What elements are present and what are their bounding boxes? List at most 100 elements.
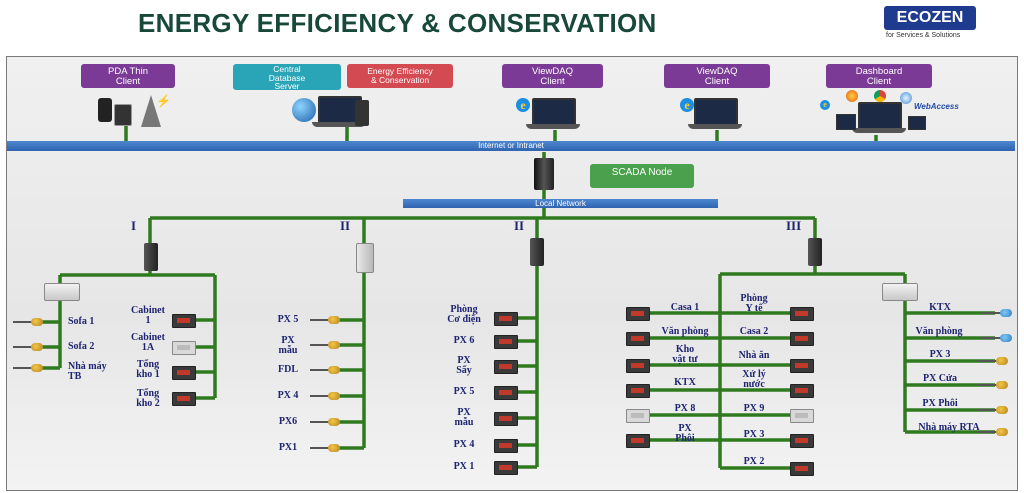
water-meter-icon bbox=[13, 343, 43, 351]
g2-label-2: FDL bbox=[278, 364, 298, 375]
water-meter-icon bbox=[13, 364, 43, 372]
energy-efficiency-box: Energy Efficiency & Conservation bbox=[347, 64, 453, 88]
power-meter-icon bbox=[626, 384, 650, 398]
power-meter-icon bbox=[626, 307, 650, 321]
chrome-icon bbox=[874, 90, 886, 102]
power-meter-icon bbox=[172, 314, 196, 328]
power-meter-icon bbox=[172, 392, 196, 406]
internet-bus: Internet or Intranet bbox=[7, 141, 1015, 151]
g2-label-1: PX mẫu bbox=[278, 335, 298, 356]
group-4-switch-icon bbox=[808, 238, 822, 266]
g2-label-4: PX6 bbox=[278, 416, 298, 427]
pda-device-icon bbox=[98, 98, 112, 122]
globe-icon bbox=[292, 98, 316, 122]
g1-left-label-1: Sofa 2 bbox=[68, 341, 95, 352]
webaccess-logo: WebAccess bbox=[914, 102, 959, 111]
dashboard-client-box: Dashboard Client bbox=[826, 64, 932, 88]
g3-label-2: PX Sấy bbox=[456, 355, 472, 376]
g4-left-label-3: KTX bbox=[674, 377, 696, 388]
g4-right-label-2: Nhà ăn bbox=[738, 350, 770, 361]
ie-browser-icon-2: e bbox=[680, 98, 694, 112]
water-meter-icon bbox=[13, 318, 43, 326]
power-meter-icon bbox=[494, 412, 518, 426]
g2-label-3: PX 4 bbox=[277, 390, 299, 401]
g4-left-label-5: PX Phôi bbox=[675, 423, 695, 444]
g5-label-4: PX Phôi bbox=[922, 398, 958, 409]
g4-left-label-1: Văn phòng bbox=[661, 326, 709, 337]
g3-label-5: PX 4 bbox=[453, 439, 475, 450]
g3-label-0: Phòng Cơ điện bbox=[447, 304, 481, 325]
ie-browser-icon-1: e bbox=[516, 98, 530, 112]
small-monitor-icon-2 bbox=[908, 116, 926, 130]
g1-left-label-2: Nhà máy TB bbox=[68, 361, 107, 382]
g4-right-label-6: PX 2 bbox=[743, 456, 765, 467]
g5-label-5: Nhà máy RTA bbox=[918, 422, 980, 433]
group-2-switch-icon bbox=[356, 243, 374, 273]
g1-right-label-3: Tổng kho 2 bbox=[136, 388, 160, 409]
power-meter-icon bbox=[790, 434, 814, 448]
water-meter-icon bbox=[982, 334, 1012, 342]
firefox-icon bbox=[846, 90, 858, 102]
header: ENERGY EFFICIENCY & CONSERVATION ECOZEN … bbox=[0, 0, 1024, 50]
lightning-icon: ⚡ bbox=[156, 94, 171, 108]
power-meter-icon bbox=[494, 360, 518, 374]
g4-left-label-0: Casa 1 bbox=[670, 302, 700, 313]
viewdaq-client-box-2: ViewDAQ Client bbox=[664, 64, 770, 88]
logo-tagline: for Services & Solutions bbox=[886, 32, 961, 39]
water-meter-icon bbox=[978, 357, 1008, 365]
group-3-roman: II bbox=[514, 218, 525, 233]
water-meter-icon bbox=[978, 406, 1008, 414]
g3-label-3: PX 5 bbox=[453, 386, 475, 397]
group-2-roman: II bbox=[340, 218, 351, 233]
water-meter-icon bbox=[310, 366, 340, 374]
antenna-tower-icon bbox=[141, 95, 161, 127]
g4-right-label-5: PX 3 bbox=[743, 429, 765, 440]
g3-label-6: PX 1 bbox=[453, 461, 475, 472]
ecozen-logo: ECOZEN bbox=[884, 6, 976, 30]
g5-label-2: PX 3 bbox=[929, 349, 951, 360]
power-meter-icon bbox=[790, 359, 814, 373]
g3-label-4: PX mẫu bbox=[454, 407, 474, 428]
power-meter-icon bbox=[790, 462, 814, 476]
group-3-switch-icon bbox=[530, 238, 544, 266]
group-1-rack-icon bbox=[44, 283, 80, 301]
g1-right-label-0: Cabinet 1 bbox=[131, 305, 165, 326]
power-meter-icon bbox=[626, 359, 650, 373]
water-meter-icon bbox=[310, 418, 340, 426]
power-meter-icon bbox=[626, 332, 650, 346]
power-meter-icon bbox=[494, 335, 518, 349]
g5-label-1: Văn phòng bbox=[915, 326, 963, 337]
g4-right-label-4: PX 9 bbox=[743, 403, 765, 414]
power-meter-icon bbox=[494, 312, 518, 326]
water-meter-icon bbox=[310, 444, 340, 452]
safari-icon bbox=[900, 92, 912, 104]
g5-label-0: KTX bbox=[929, 302, 951, 313]
water-meter-icon bbox=[982, 309, 1012, 317]
g5-label-3: PX Cửa bbox=[922, 373, 958, 384]
tablet-icon bbox=[114, 104, 132, 126]
server-tower-icon bbox=[355, 100, 369, 126]
power-meter-icon bbox=[790, 332, 814, 346]
power-meter-icon bbox=[494, 386, 518, 400]
power-meter-icon bbox=[172, 341, 196, 355]
group-4-roman: III bbox=[786, 218, 802, 233]
g2-label-5: PX1 bbox=[278, 442, 298, 453]
power-meter-icon bbox=[790, 409, 814, 423]
group-1-roman: I bbox=[131, 218, 137, 233]
power-meter-icon bbox=[172, 366, 196, 380]
power-meter-icon bbox=[626, 409, 650, 423]
power-meter-icon bbox=[790, 307, 814, 321]
g2-label-0: PX 5 bbox=[277, 314, 299, 325]
g4-left-label-2: Kho vật tư bbox=[672, 344, 698, 365]
page-title: ENERGY EFFICIENCY & CONSERVATION bbox=[138, 8, 657, 38]
g4-right-label-3: Xử lý nước bbox=[742, 369, 766, 390]
central-db-box: Central Database Server bbox=[233, 64, 341, 90]
water-meter-icon bbox=[310, 341, 340, 349]
local-network-bus: Local Network bbox=[403, 199, 718, 208]
group-5-rack-icon bbox=[882, 283, 918, 301]
power-meter-icon bbox=[790, 384, 814, 398]
group-1-switch-icon bbox=[144, 243, 158, 271]
water-meter-icon bbox=[310, 392, 340, 400]
water-meter-icon bbox=[978, 428, 1008, 436]
